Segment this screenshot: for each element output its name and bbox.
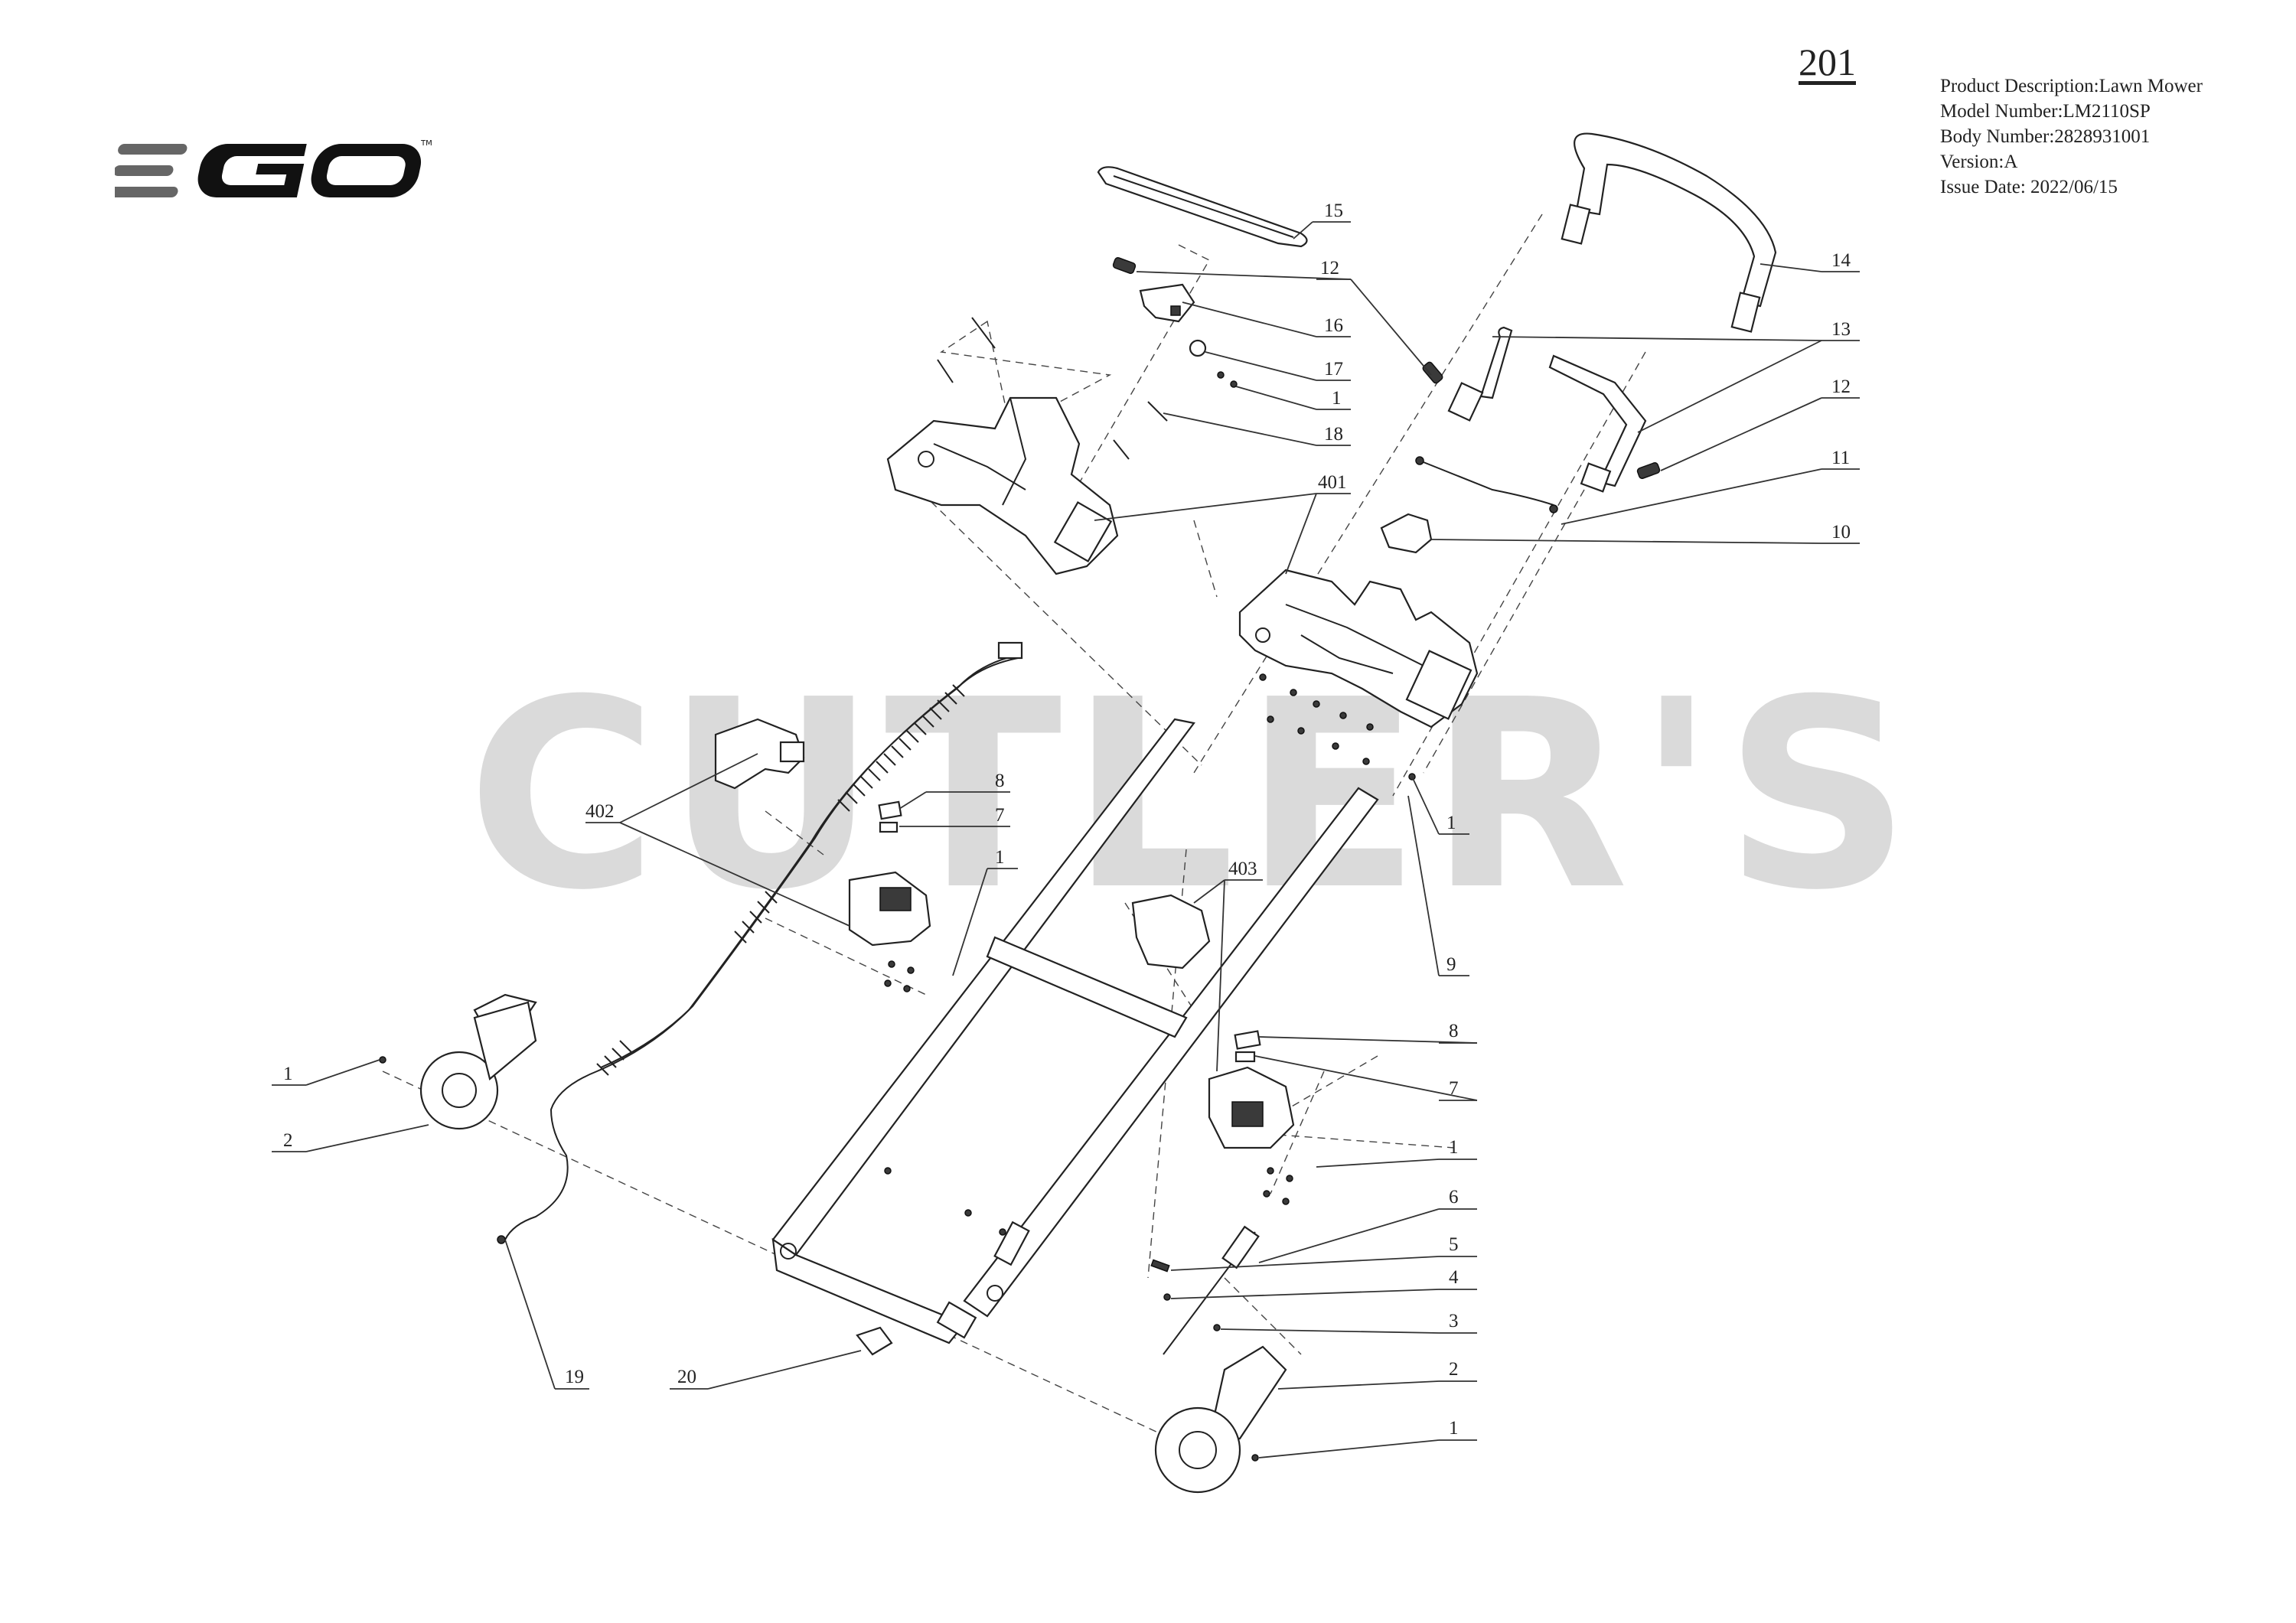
callouts: 15 12 16 17 1 18 401 14 13 12 11 10 1 9 … [272, 200, 1860, 1458]
callout-403: 403 [1228, 859, 1257, 879]
latch-assembly-top [1139, 283, 1238, 388]
clip-part-20 [856, 1326, 893, 1356]
product-info: Product Description:Lawn Mower Model Num… [1940, 73, 2203, 200]
clips-left [878, 800, 902, 833]
callout-8-left: 8 [995, 771, 1005, 791]
callout-7-right: 7 [1449, 1078, 1459, 1099]
callout-11: 11 [1831, 448, 1850, 468]
sheet-number: 201 [1799, 41, 1856, 83]
callout-9: 9 [1446, 954, 1456, 975]
callout-1-right: 1 [1449, 1137, 1459, 1158]
callout-1-mid: 1 [1446, 813, 1456, 833]
handle-housing-upper [886, 396, 1119, 575]
body-number: Body Number:2828931001 [1940, 126, 2151, 147]
callout-15: 15 [1324, 200, 1343, 221]
product-description: Product Description:Lawn Mower [1940, 76, 2203, 96]
callout-2-right: 2 [1449, 1359, 1459, 1380]
callout-19: 19 [565, 1367, 584, 1387]
callout-3: 3 [1449, 1311, 1459, 1331]
callout-14: 14 [1831, 250, 1851, 271]
control-box-right [1131, 894, 1295, 1205]
spring-parts [1112, 257, 1661, 479]
control-box-left [714, 718, 931, 992]
callout-18: 18 [1324, 424, 1343, 445]
screw-cluster-upper [1259, 673, 1416, 781]
callout-17: 17 [1324, 359, 1343, 380]
callout-8-right: 8 [1449, 1021, 1459, 1041]
handle-housing-lower [1238, 569, 1479, 728]
callout-20: 20 [677, 1367, 696, 1387]
callout-1-far-left: 1 [283, 1064, 293, 1084]
callout-2-left: 2 [283, 1130, 293, 1151]
callout-12-right: 12 [1831, 376, 1851, 397]
issue-date: Issue Date: 2022/06/15 [1940, 177, 2118, 197]
top-cover-strip [1097, 166, 1308, 248]
ego-logo: TM [115, 139, 432, 197]
height-rod-assembly [1150, 1225, 1260, 1355]
callout-16: 16 [1324, 315, 1343, 336]
callout-1-top: 1 [1332, 388, 1342, 409]
watermark: CUTLER'S [467, 644, 1919, 947]
handle-bar [1561, 132, 1777, 333]
callout-6: 6 [1449, 1187, 1459, 1207]
callout-7-left: 7 [995, 805, 1005, 826]
callout-402: 402 [585, 801, 615, 822]
control-cable-and-switch [1380, 456, 1558, 554]
pins [937, 317, 1168, 460]
callout-5: 5 [1449, 1234, 1459, 1255]
wheel-bracket-right [1154, 1345, 1287, 1494]
cable-with-springs [497, 641, 1023, 1244]
frame-tubes [771, 718, 1379, 1344]
version: Version:A [1940, 152, 2018, 172]
callout-1-left: 1 [995, 847, 1005, 868]
callout-1-bottom: 1 [1449, 1418, 1459, 1439]
svg-text:TM: TM [420, 139, 432, 148]
wheel-bracket-left [379, 993, 537, 1130]
callout-12-top: 12 [1320, 258, 1339, 279]
callout-10: 10 [1831, 522, 1851, 543]
trigger-lever [1447, 326, 1647, 493]
model-number: Model Number:LM2110SP [1940, 101, 2151, 122]
callout-401: 401 [1318, 472, 1347, 493]
callout-4: 4 [1449, 1267, 1459, 1288]
callout-13: 13 [1831, 319, 1851, 340]
